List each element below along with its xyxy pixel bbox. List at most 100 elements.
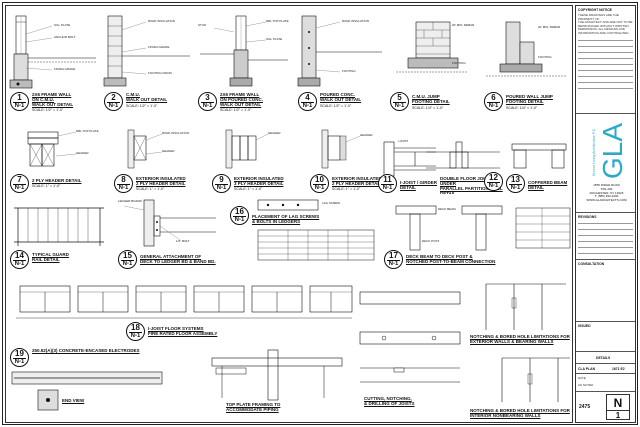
detail-10-graphic <box>321 129 361 169</box>
detail-12-sheet: N-1 <box>488 183 499 189</box>
detail-14-number: 14 <box>15 251 24 260</box>
detail-7-scale: SCALE: 1" = 1'-0" <box>32 184 61 188</box>
consultation-heading: CONSULTATION <box>578 262 605 266</box>
detail-5-number: 5 <box>397 93 402 102</box>
detail-16-note-lag: LAG SCREW <box>322 201 341 205</box>
detail-17-sheet: N-1 <box>388 261 399 267</box>
date-label: DATE <box>578 376 586 380</box>
detail-7-graphic <box>27 131 77 167</box>
sheet-name-box: DETAILS <box>576 352 635 364</box>
detail-7-sheet: N-1 <box>14 185 25 191</box>
detail-2-number: 2 <box>111 93 116 102</box>
detail-5-graphic <box>396 21 468 73</box>
detail-17-note-post: DECK POST <box>422 239 440 243</box>
detail-2-cell: RIGID INSULATION FINISH GRADE FOOTING DR… <box>102 12 192 112</box>
detail-18-graphic <box>16 285 353 319</box>
end-view-label: END VIEW <box>62 398 85 403</box>
detail-19-number: 19 <box>15 349 24 358</box>
top-plate-title: TOP PLATE FRAMING TO ACCOMMODATE PIPING <box>226 402 281 412</box>
detail-3-title: 2X6 FRAME WALL ON POURED CONC. WALK OUT … <box>220 92 264 107</box>
firm-address: 1555 RIDGE ROAD STE 200 ROCHESTER, NY 14… <box>586 183 627 203</box>
firm-name: Greece Living Architecture P.C. <box>592 127 596 177</box>
detail-1-number: 1 <box>17 93 22 102</box>
detail-2-graphic <box>103 15 190 87</box>
issued-heading: ISSUED <box>578 324 591 328</box>
detail-7-title: 2 PLY HEADER DETAIL <box>32 178 82 183</box>
detail-5-title: C.M.U. JUMP FOOTING DETAIL <box>412 94 450 104</box>
project-number: 2475 <box>579 404 591 410</box>
detail-8-title: EXTERIOR INSULATED 2 PLY HEADER DETAIL <box>136 176 186 186</box>
detail-3-sheet: N-1 <box>202 103 213 109</box>
cutting-detail: CUTTING, NOTCHING, & DRILLING OF JOISTS <box>354 278 466 422</box>
detail-19-title: 250.52(A)(3) CONCRETE-ENCASED ELECTRODES <box>32 348 140 353</box>
detail-11-sheet: N-1 <box>382 185 393 191</box>
sheet-number: N <box>613 396 623 410</box>
detail-2-sheet: N-1 <box>108 103 119 109</box>
detail-6-sheet: N-1 <box>488 103 499 109</box>
detail-8-note-insulation: RIGID INSULATION <box>162 131 189 135</box>
detail-12-cell: DOUBLE FLOOR JOISTS UNDER PARALLEL PARTI… <box>420 138 508 194</box>
detail-14-graphic <box>14 207 104 246</box>
detail-2-title: C.M.U. WALK OUT DETAIL <box>126 92 168 102</box>
detail-7-note-plate: DBL TOP PLATE <box>76 129 99 133</box>
detail-9-note-header: HEADER <box>268 131 281 135</box>
detail-17-note-beam: DECK BEAM <box>438 207 456 211</box>
notching-graphic <box>485 283 570 402</box>
detail-9-number: 9 <box>219 175 224 184</box>
detail-8-graphic <box>127 129 163 169</box>
detail-11-note-joist: I-JOIST <box>398 139 409 143</box>
notching-exterior-title: NOTCHING & BORED HOLE LIMITATIONS FOR EX… <box>470 334 570 344</box>
detail-12-number: 12 <box>489 173 498 182</box>
detail-1-note-anchor: ANCHOR BOLT <box>54 35 76 39</box>
detail-2-note-insulation: RIGID INSULATION <box>148 19 175 23</box>
detail-6-note-footing: FOOTING <box>538 55 552 59</box>
sheet-name: DETAILS <box>596 356 611 360</box>
detail-9-scale: SCALE: 1" = 1'-0" <box>234 187 263 191</box>
detail-15-note-ledger: LEDGER BOARD <box>118 199 142 203</box>
detail-4-title: POURED CONC. WALK OUT DETAIL <box>320 92 362 102</box>
detail-18-number: 18 <box>131 323 140 332</box>
detail-8-sheet: N-1 <box>118 185 129 191</box>
sheet-number-frame: N 1 <box>606 394 630 420</box>
detail-15-sheet: N-1 <box>122 261 133 267</box>
notching-detail: NOTCHING & BORED HOLE LIMITATIONS FOR EX… <box>466 278 572 422</box>
detail-8-scale: SCALE: 1" = 1'-0" <box>136 187 165 191</box>
detail-3-graphic <box>200 15 288 87</box>
detail-2-scale: SCALE: 1/2" = 1'-0" <box>126 104 158 108</box>
detail-6-scale: SCALE: 1/4" = 1'-0" <box>506 106 538 110</box>
detail-6-note-rebar: 20' MIN. REBAR <box>538 25 561 29</box>
detail-10-scale: SCALE: 1" = 1'-0" <box>332 187 361 191</box>
detail-1-scale: SCALE: 1/2" = 1'-0" <box>32 108 64 112</box>
detail-4-number: 4 <box>305 93 310 102</box>
detail-13-title: COFFERED BEAM DETAIL <box>528 180 568 190</box>
detail-1-note-sill: SILL PLATE <box>54 23 71 27</box>
detail-9-graphic <box>225 129 269 169</box>
detail-5-scale: SCALE: 1/4" = 1'-0" <box>412 106 444 110</box>
